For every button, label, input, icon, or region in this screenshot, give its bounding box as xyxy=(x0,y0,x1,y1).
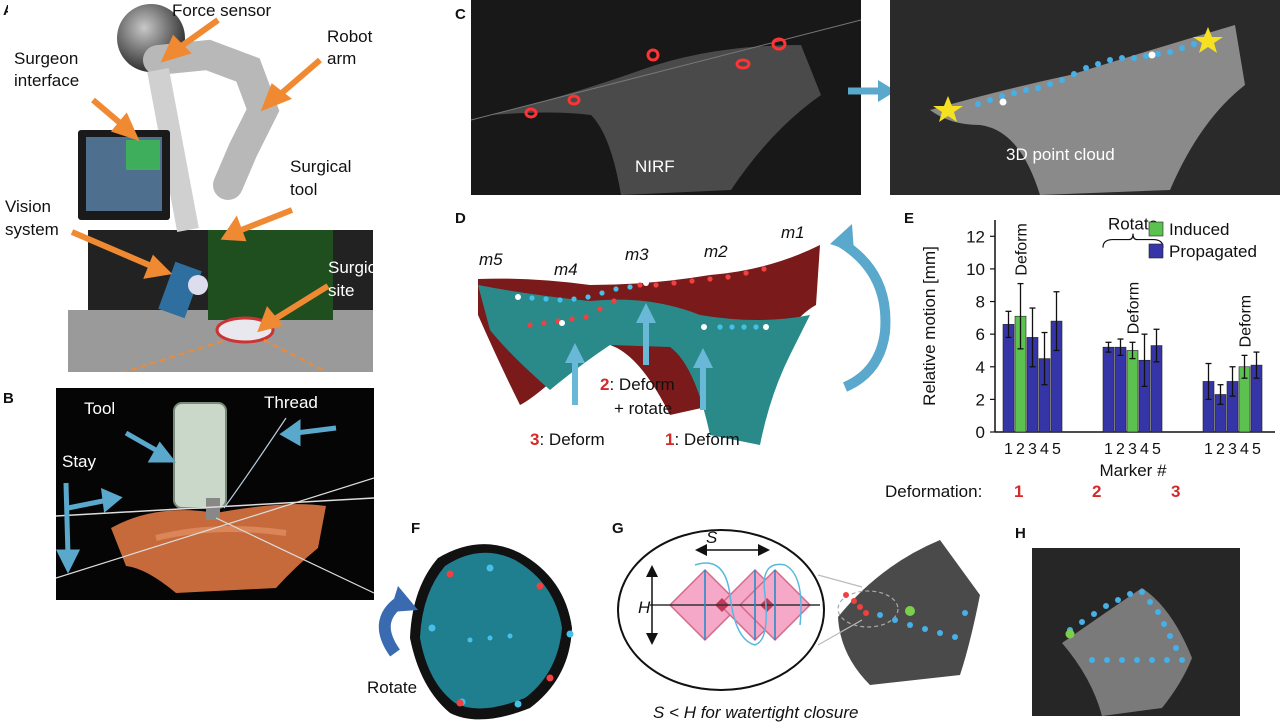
y-tick-label: 8 xyxy=(976,293,985,312)
marker-m3-label: m3 xyxy=(625,245,649,264)
bar xyxy=(1126,350,1139,433)
x-tick-label: 1 xyxy=(1004,441,1013,458)
surgical-site-label: Surgical site xyxy=(328,258,390,300)
tool-label: Tool xyxy=(84,399,116,418)
x-tick-label: 2 xyxy=(1216,441,1225,458)
x-tick-label: 3 xyxy=(1028,441,1037,458)
x-tick-label: 3 xyxy=(1128,441,1137,458)
x-tick-label: 2 xyxy=(1016,441,1025,458)
panel-c-pointcloud-image xyxy=(890,0,1280,195)
x-tick-label: 5 xyxy=(1052,441,1061,458)
watertight-caption: S < H for watertight closure xyxy=(653,703,859,722)
rotate-annotation: Rotate xyxy=(1108,215,1158,234)
panel-g-suture-diagram xyxy=(617,529,980,691)
rotation-arrow-icon xyxy=(830,224,891,392)
x-axis-label: Marker # xyxy=(1099,461,1167,480)
x-tick-label: 1 xyxy=(1204,441,1213,458)
s-label: S xyxy=(706,528,718,547)
surgeon-interface-label: Surgeon interface xyxy=(14,49,80,90)
bar xyxy=(1002,324,1015,433)
thread-label: Thread xyxy=(264,393,318,412)
deform-3-label: 3: Deform xyxy=(530,430,605,449)
panel-f-rotated-tissue xyxy=(378,544,574,720)
deform-annotation: Deform xyxy=(1126,282,1143,334)
deform-1-label: 1: Deform xyxy=(665,430,740,449)
h-label: H xyxy=(638,598,651,617)
vision-system-label: Vision system xyxy=(5,197,59,239)
deform-rotate-label-line2: + rotate xyxy=(614,399,673,418)
nirf-label: NIRF xyxy=(635,157,675,176)
rotate-label: Rotate xyxy=(367,678,418,697)
panel-f-letter: F xyxy=(411,520,421,537)
x-tick-label: 5 xyxy=(1152,441,1161,458)
marker-m4-label: m4 xyxy=(554,260,578,279)
x-tick-label: 2 xyxy=(1116,441,1125,458)
marker-m2-label: m2 xyxy=(704,242,728,261)
robot-arm-label: Robot arm xyxy=(327,27,373,68)
y-tick-label: 4 xyxy=(976,358,985,377)
deform-annotation: Deform xyxy=(1238,295,1255,347)
panel-b-letter: B xyxy=(3,390,14,407)
x-tick-label: 4 xyxy=(1140,441,1149,458)
legend-label: Induced xyxy=(1169,220,1230,239)
y-tick-label: 10 xyxy=(966,260,985,279)
tissue-suture-illustration xyxy=(56,402,374,594)
deformation-number-1: 1 xyxy=(1014,482,1024,501)
panel-a-photo xyxy=(8,0,373,372)
panel-h-image xyxy=(1032,548,1240,716)
stay-label: Stay xyxy=(62,452,97,471)
surgical-tool-label: Surgical tool xyxy=(290,157,352,199)
panel-e-letter: E xyxy=(904,210,915,227)
robot-setup-illustration xyxy=(68,4,373,372)
panel-d-letter: D xyxy=(455,210,466,227)
x-tick-label: 5 xyxy=(1252,441,1261,458)
deform-annotation: Deform xyxy=(1014,223,1031,275)
deformation-number-2: 2 xyxy=(1092,482,1102,501)
bar xyxy=(1102,346,1115,433)
y-tick-label: 0 xyxy=(976,423,985,442)
force-sensor-label: Force sensor xyxy=(172,1,272,20)
legend-swatch xyxy=(1148,243,1164,259)
legend-swatch xyxy=(1148,221,1164,237)
x-tick-label: 1 xyxy=(1104,441,1113,458)
panel-c-nirf-image xyxy=(471,0,861,195)
panel-b-photo xyxy=(56,388,374,600)
panel-d-tissue-overlay xyxy=(478,245,820,445)
marker-m1-label: m1 xyxy=(781,223,805,242)
x-tick-label: 4 xyxy=(1240,441,1249,458)
panel-c-letter: C xyxy=(455,6,466,23)
y-tick-label: 12 xyxy=(966,227,985,246)
panel-g-letter: G xyxy=(612,520,624,537)
deform-rotate-label: 2: Deform xyxy=(600,375,675,394)
deformation-number-3: 3 xyxy=(1171,482,1181,501)
y-axis-label: Relative motion [mm] xyxy=(920,246,939,406)
x-tick-label: 3 xyxy=(1228,441,1237,458)
point-cloud-label: 3D point cloud xyxy=(1006,145,1115,164)
c-arrow-icon xyxy=(848,80,896,102)
x-tick-label: 4 xyxy=(1040,441,1049,458)
legend-label: Propagated xyxy=(1169,242,1257,261)
bar xyxy=(1114,346,1127,433)
y-tick-label: 6 xyxy=(976,325,985,344)
y-tick-label: 2 xyxy=(976,390,985,409)
panel-h-letter: H xyxy=(1015,525,1026,542)
deformation-axis-label: Deformation: xyxy=(885,482,983,501)
marker-m5-label: m5 xyxy=(479,250,503,269)
